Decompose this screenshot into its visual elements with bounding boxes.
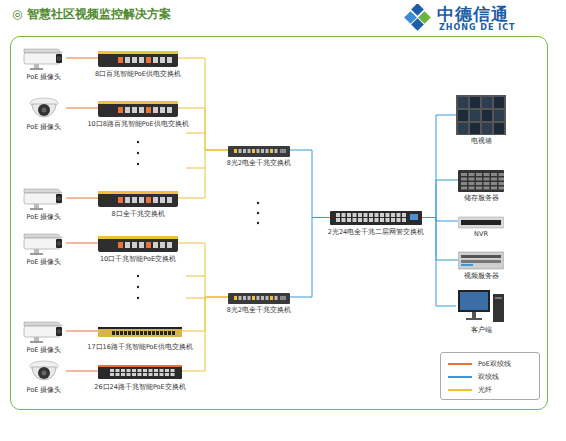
node-label: 视频服务器 — [464, 272, 499, 280]
storage-server: 储存服务器 — [458, 168, 504, 192]
cable-connector — [66, 243, 98, 244]
device-icon — [22, 318, 66, 344]
cable-connector — [178, 58, 228, 150]
video-server: 视频服务器 — [458, 250, 504, 270]
device-icon — [228, 290, 290, 304]
node-label: 26口24路千兆智能PoE交换机 — [94, 383, 185, 391]
cable-connector — [178, 150, 228, 198]
device-icon — [22, 45, 66, 71]
camera: PoE 摄像头 — [22, 318, 66, 344]
device-icon — [458, 250, 504, 270]
device-icon — [330, 209, 422, 226]
node-label: 储存服务器 — [464, 194, 499, 202]
node-label: PoE 摄像头 — [27, 213, 62, 221]
switch: 10口千兆智能PoE交换机 — [98, 233, 178, 253]
device-icon — [22, 358, 66, 384]
node-label: NVR — [474, 230, 488, 238]
aggregation-switch: 8光2电全千兆交换机 — [228, 143, 290, 157]
cable-connector — [66, 371, 98, 372]
cable-connector — [290, 150, 330, 218]
nvr-device: NVR — [458, 214, 504, 228]
legend-swatch — [448, 363, 472, 365]
cable-connector — [66, 58, 98, 59]
node-label: PoE 摄像头 — [27, 73, 62, 81]
device-icon — [456, 288, 506, 324]
camera: PoE 摄像头 — [22, 358, 66, 384]
node-label: 8光2电全千兆交换机 — [227, 159, 291, 167]
device-icon — [98, 98, 178, 118]
client-pc: 客户端 — [456, 288, 506, 324]
logo-symbol — [404, 4, 434, 32]
switch: 17口16路千兆智能PoE供电交换机 — [98, 321, 182, 341]
camera: PoE 摄像头 — [22, 185, 66, 211]
node-label: 8口百兆智能PoE供电交换机 — [95, 70, 181, 78]
cable-connector — [290, 218, 330, 298]
camera: PoE 摄像头 — [22, 45, 66, 71]
switch: 10口8路百兆智能PoE供电交换机 — [98, 98, 178, 118]
legend-swatch — [448, 389, 472, 391]
device-icon — [22, 95, 66, 121]
camera: PoE 摄像头 — [22, 230, 66, 256]
device-icon — [458, 214, 504, 228]
logo-text: 中德信通 — [437, 3, 509, 26]
aggregation-switch: 8光2电全千兆交换机 — [228, 290, 290, 304]
switch: 26口24路千兆智能PoE交换机 — [98, 361, 182, 381]
core-switch: 2光24电全千兆二层网管交换机 — [330, 209, 422, 226]
cable-connector — [422, 115, 456, 218]
cable-connector — [422, 218, 458, 261]
device-icon — [98, 321, 182, 341]
device-icon — [22, 185, 66, 211]
node-label: 8光2电全千兆交换机 — [227, 306, 291, 314]
node-label: 8口全千兆交换机 — [111, 210, 164, 218]
device-icon — [98, 361, 182, 381]
device-icon — [458, 168, 504, 192]
cable-connector — [422, 218, 458, 222]
node-label: PoE 摄像头 — [27, 258, 62, 266]
legend-swatch — [448, 376, 472, 378]
switch: 8口百兆智能PoE供电交换机 — [98, 48, 178, 68]
cable-connector — [182, 297, 228, 371]
node-label: 电视墙 — [471, 137, 492, 145]
node-label: PoE 摄像头 — [27, 123, 62, 131]
node-label: 10口8路百兆智能PoE供电交换机 — [87, 120, 188, 128]
camera: PoE 摄像头 — [22, 95, 66, 121]
device-icon — [22, 230, 66, 256]
device-icon — [98, 188, 178, 208]
node-label: 17口16路千兆智能PoE供电交换机 — [87, 343, 192, 351]
node-label: PoE 摄像头 — [27, 386, 62, 394]
switch: 8口全千兆交换机 — [98, 188, 178, 208]
node-label: 10口千兆智能PoE交换机 — [100, 255, 176, 263]
cable-connector — [66, 331, 98, 332]
node-label: 2光24电全千兆二层网管交换机 — [328, 228, 424, 236]
cable-connector — [178, 243, 228, 297]
logo-subtext: ZHONG DE ICT — [439, 23, 516, 32]
cable-connector — [178, 108, 228, 150]
cable-connector — [66, 108, 98, 109]
legend-text: 双绞线 — [478, 373, 499, 381]
device-icon — [228, 143, 290, 157]
device-icon — [98, 233, 178, 253]
cable-connector — [66, 198, 98, 199]
device-icon — [456, 95, 506, 135]
node-label: 客户端 — [471, 326, 492, 334]
legend-text: PoE双绞线 — [478, 360, 511, 368]
cable-connector — [422, 180, 458, 218]
cable-connector — [422, 218, 456, 307]
device-icon — [98, 48, 178, 68]
video-wall: 电视墙 — [456, 95, 506, 135]
node-label: PoE 摄像头 — [27, 346, 62, 354]
legend-text: 光纤 — [478, 386, 492, 394]
title: ◎ 智慧社区视频监控解决方案 — [12, 6, 171, 23]
